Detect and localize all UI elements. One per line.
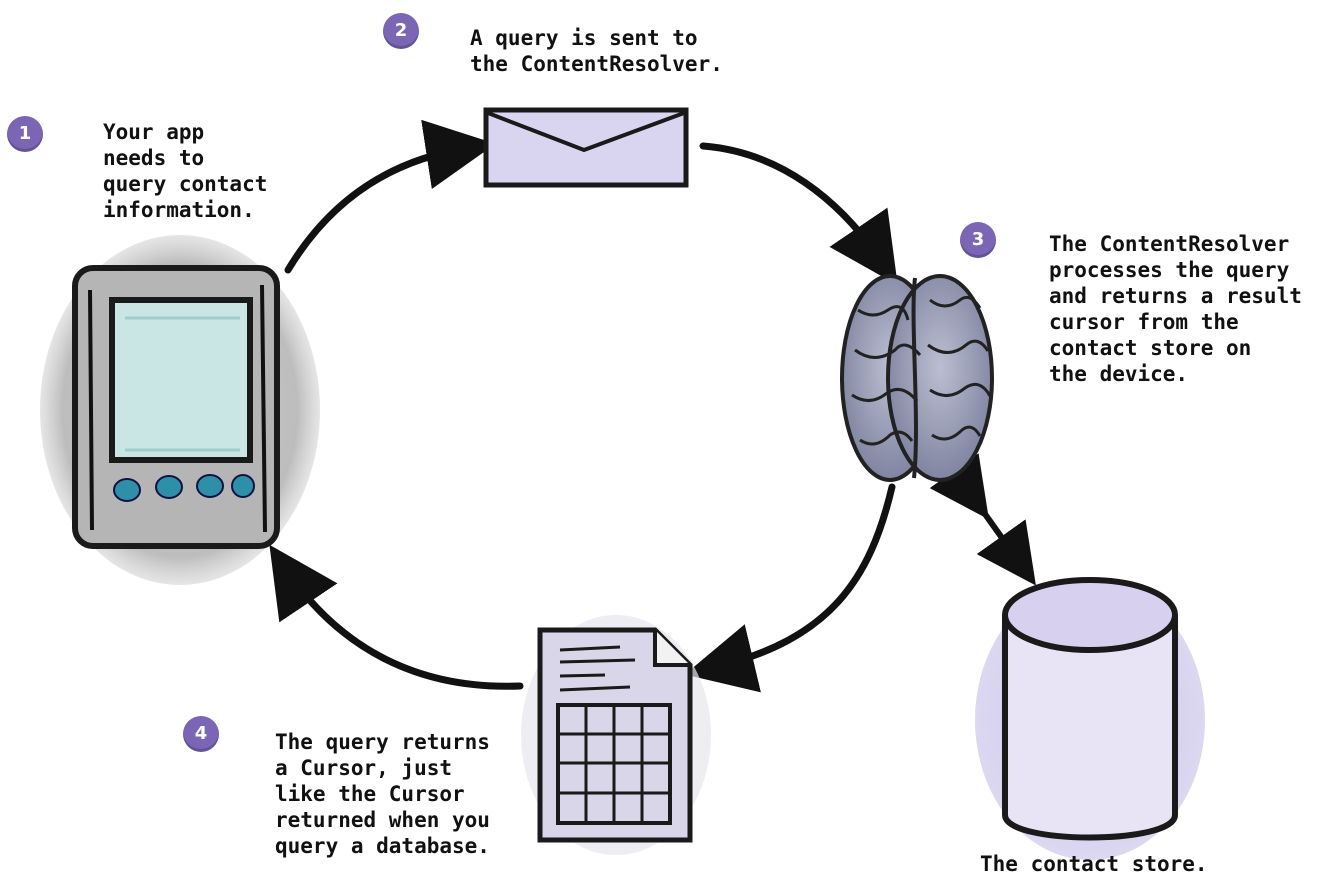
document-table-icon bbox=[521, 615, 711, 855]
arrow-resolver-to-cursor bbox=[684, 483, 896, 693]
phone-icon bbox=[40, 235, 320, 585]
arrow-resolver-store-bidirectional bbox=[929, 453, 1036, 586]
envelope-icon bbox=[483, 107, 689, 188]
arrow-query-to-resolver bbox=[699, 142, 898, 286]
step-4-badge: 4 bbox=[183, 716, 219, 752]
arrow-cursor-to-app bbox=[269, 544, 524, 690]
step-2-text: A query is sent to the ContentResolver. bbox=[470, 26, 723, 76]
step-4-text: The query returns a Cursor, just like th… bbox=[275, 730, 490, 858]
contact-store-caption: The contact store. bbox=[980, 852, 1208, 876]
step-3-text: The ContentResolver processes the query … bbox=[1049, 232, 1302, 386]
arrow-app-to-query bbox=[284, 119, 496, 274]
brain-icon bbox=[840, 274, 994, 482]
database-cylinder-icon bbox=[975, 577, 1205, 860]
step-3-badge: 3 bbox=[960, 222, 996, 258]
step-1-text: Your app needs to query contact informat… bbox=[103, 120, 268, 222]
step-1-badge: 1 bbox=[7, 116, 43, 152]
step-2-badge: 2 bbox=[383, 13, 419, 49]
